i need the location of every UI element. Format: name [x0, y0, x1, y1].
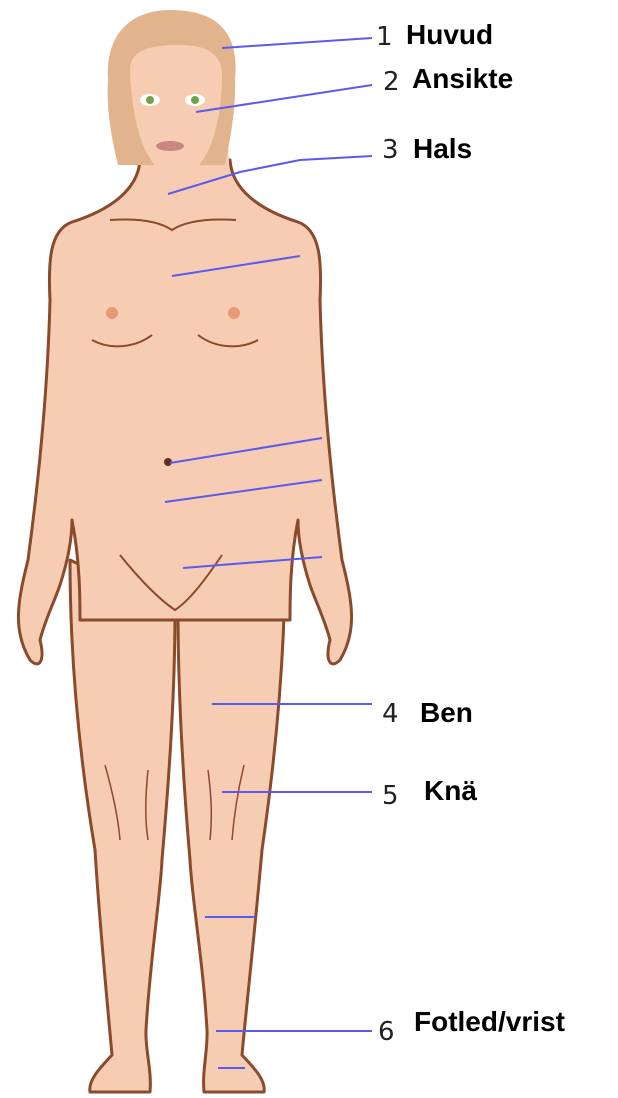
label-number-4: 4 [382, 699, 399, 729]
torso [18, 160, 351, 664]
label-fotled-vrist: Fotled/vrist [414, 1006, 565, 1037]
label-ben: Ben [420, 697, 473, 728]
label-number-1: 1 [376, 22, 393, 52]
label-ansikte: Ansikte [412, 63, 513, 94]
right-leg [178, 560, 285, 1092]
label-kna: Knä [424, 775, 477, 806]
leader-line-1 [222, 38, 372, 48]
label-number-3: 3 [382, 135, 399, 165]
lips [156, 141, 184, 151]
label-hals: Hals [413, 133, 472, 164]
left-leg [70, 560, 175, 1092]
human-figure [18, 10, 351, 1092]
label-number-2: 2 [383, 67, 400, 97]
label-number-6: 6 [378, 1017, 395, 1047]
labels: 1 Huvud 2 Ansikte 3 Hals 4 Ben 5 Knä 6 F… [376, 19, 565, 1047]
label-huvud: Huvud [406, 19, 493, 50]
label-number-5: 5 [382, 781, 399, 811]
